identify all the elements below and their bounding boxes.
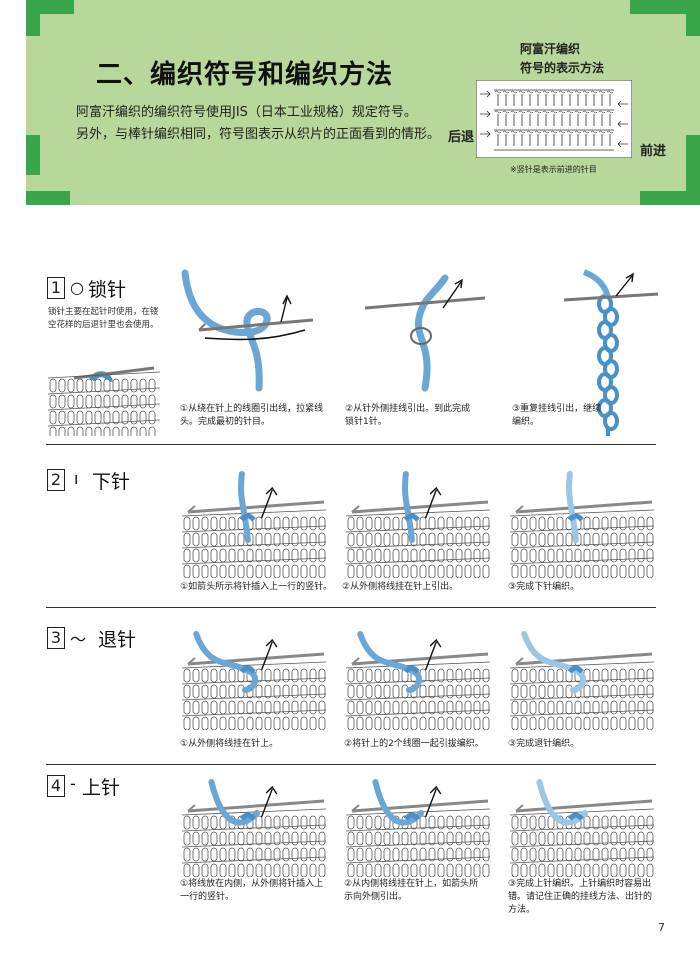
symbol-chart-diagram xyxy=(476,80,632,158)
step-caption: ③完成上针编织。上针编织时容易出错。请记住正确的挂线方法、出针的方法。 xyxy=(508,879,653,915)
knit-stitch-symbol: ı xyxy=(74,469,79,488)
step-caption: ②从外侧将线挂在针上引出。 xyxy=(342,582,459,592)
diagram-note: ※竖针是表示前进的针目 xyxy=(510,165,597,174)
corner-mark xyxy=(686,0,700,36)
illustration-chain-fabric xyxy=(47,366,161,436)
step-caption: ③完成下针编织。 xyxy=(508,582,580,592)
illustration-step xyxy=(509,471,655,578)
back-label: 后退 xyxy=(448,130,475,145)
intro-text: 阿富汗编织的编织符号使用JIS（日本工业规格）规定符号。 xyxy=(76,105,417,120)
section-title: 退针 xyxy=(98,629,137,651)
step-caption: ①如箭头所示将针插入上一行的竖针。 xyxy=(180,582,333,592)
forward-label: 前进 xyxy=(640,144,667,159)
diagram-title: 阿富汗编织 xyxy=(520,42,581,56)
section-note: 锁针主要在起针时使用，在镂空花样的后退针里也会使用。 xyxy=(48,307,159,330)
corner-mark xyxy=(26,0,40,36)
page-title: 二、编织符号和编织方法 xyxy=(96,60,394,90)
page-number: 7 xyxy=(658,921,665,934)
return-stitch-symbol: ～ xyxy=(70,630,87,649)
illustration-step xyxy=(181,471,327,578)
step-caption: ②从针外侧挂线引出。到此完成锁针1针。 xyxy=(345,404,471,427)
step-caption: ③完成退针编织。 xyxy=(508,739,580,749)
section-divider xyxy=(46,607,656,608)
illustration-step xyxy=(181,779,327,877)
section-divider xyxy=(46,444,656,445)
step-caption: ①从外侧将线挂在针上。 xyxy=(180,739,279,749)
illustration-step xyxy=(345,631,491,730)
illustration-step xyxy=(181,631,327,730)
section-title: 下针 xyxy=(92,471,131,493)
section-number: 1 xyxy=(47,277,65,299)
illustration-step xyxy=(345,471,491,578)
step-caption: ②将针上的2个线圈一起引拔编织。 xyxy=(344,739,484,749)
corner-mark xyxy=(640,191,700,205)
section-number: 2 xyxy=(47,469,65,491)
illustration-step xyxy=(181,269,314,392)
corner-mark xyxy=(26,191,70,205)
step-caption: ①从绕在针上的线圈引出线，拉紧线头。完成最初的针目。 xyxy=(180,404,324,427)
illustration-step xyxy=(563,269,659,436)
illustration-step xyxy=(345,779,491,877)
purl-stitch-symbol: - xyxy=(70,774,76,793)
section-number: 3 xyxy=(47,627,65,649)
corner-mark xyxy=(26,135,40,175)
corner-mark xyxy=(630,0,700,14)
diagram-title: 符号的表示方法 xyxy=(520,61,605,75)
section-divider xyxy=(46,764,656,765)
step-caption: ①将线放在内侧，从外侧将针插入上一行的竖针。 xyxy=(180,879,324,902)
section-title: 上针 xyxy=(82,777,121,799)
chain-stitch-symbol: ○ xyxy=(70,278,84,297)
section-number: 4 xyxy=(47,775,65,797)
illustration-step xyxy=(364,274,485,392)
intro-text: 另外，与棒针编织相同，符号图表示从织片的正面看到的情形。 xyxy=(76,127,441,142)
illustration-step xyxy=(509,779,655,877)
step-caption: ③重复挂线引出，继续编织。 xyxy=(512,404,602,427)
corner-mark xyxy=(686,135,700,205)
section-title: 锁针 xyxy=(88,279,127,301)
illustration-step xyxy=(509,631,655,730)
step-caption: ②从内侧将线挂在针上，如箭头所示向外侧引出。 xyxy=(344,879,479,902)
